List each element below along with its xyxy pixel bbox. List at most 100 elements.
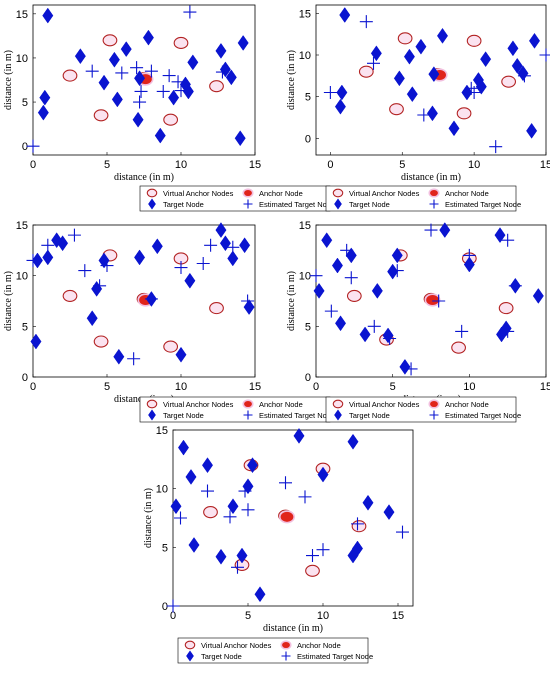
circle-open-point — [358, 65, 374, 78]
plus-point — [367, 319, 381, 333]
diamond-point — [142, 29, 154, 46]
diamond-point — [448, 120, 460, 137]
legend-label: Virtual Anchor Nodes — [201, 641, 272, 650]
plus-point — [130, 61, 144, 75]
series-circle-filled — [279, 510, 295, 524]
plus-point — [162, 69, 176, 83]
series-plus — [166, 476, 409, 613]
y-tick-label: 15 — [156, 425, 168, 437]
y-tick-label: 5 — [22, 97, 28, 109]
legend-label: Estimated Target Node — [445, 411, 521, 420]
diamond-point — [393, 70, 405, 87]
diamond-point — [347, 433, 359, 450]
diamond-point — [317, 466, 329, 483]
x-tick-label: 10 — [468, 159, 480, 171]
y-axis-label: distance (in m) — [286, 271, 297, 331]
circle-open-point — [102, 34, 118, 47]
legend-label: Anchor Node — [445, 400, 489, 409]
x-tick-label: 10 — [317, 610, 329, 622]
series-circle-open — [62, 249, 224, 353]
y-axis-label: distance (in m) — [3, 50, 14, 110]
plus-point — [144, 292, 158, 306]
plus-point — [215, 65, 229, 79]
legend-marker — [186, 650, 194, 662]
diamond-point — [113, 348, 125, 365]
legend-label: Anchor Node — [259, 400, 303, 409]
y-axis-label: distance (in m) — [143, 488, 154, 548]
plus-point — [204, 238, 218, 252]
plus-point — [508, 279, 522, 293]
plus-point — [351, 517, 364, 531]
diamond-point — [532, 288, 544, 304]
diamond-point — [215, 548, 227, 565]
legend-marker — [146, 188, 158, 198]
series-plus — [26, 228, 255, 366]
x-tick-label: 0 — [170, 610, 176, 622]
legend-label: Target Node — [349, 411, 390, 420]
y-axis-label: distance (in m) — [3, 271, 14, 331]
legend-marker — [429, 410, 439, 420]
diamond-point — [511, 57, 523, 74]
diamond-point — [517, 65, 529, 82]
plus-point — [174, 84, 188, 98]
diamond-point — [237, 35, 249, 51]
circle-open-point — [397, 32, 413, 45]
plus-point — [424, 223, 438, 237]
diamond-point — [371, 282, 383, 299]
diamond-point — [391, 247, 403, 264]
circle-open-point — [389, 103, 404, 116]
y-tick-label: 10 — [299, 271, 311, 283]
x-tick-label: 15 — [540, 159, 550, 171]
legend-marker — [146, 399, 158, 409]
y-tick-label: 15 — [299, 8, 311, 20]
legend-label: Anchor Node — [259, 189, 303, 198]
legend-marker — [428, 399, 440, 409]
circle-open-point — [498, 302, 514, 315]
diamond-point — [134, 249, 146, 266]
diamond-point — [134, 70, 146, 87]
plus-point — [396, 525, 409, 539]
x-tick-label: 0 — [30, 159, 36, 171]
legend-box — [177, 637, 369, 664]
diamond-point — [243, 299, 255, 315]
plus-point — [100, 259, 114, 273]
legend-marker — [428, 188, 440, 198]
legend-marker — [334, 198, 342, 210]
legend-marker — [334, 409, 342, 421]
diamond-point — [170, 498, 182, 515]
y-tick-label: 10 — [299, 50, 311, 62]
plus-point — [432, 294, 446, 308]
circle-open-point — [451, 341, 466, 354]
y-axis-label: distance (in m) — [286, 50, 297, 110]
diamond-point — [463, 256, 475, 273]
legend-label: Target Node — [349, 200, 390, 209]
plus-point — [501, 233, 515, 247]
legend-marker — [148, 198, 156, 210]
plus-point — [344, 271, 358, 285]
legend-marker — [242, 399, 254, 409]
circle-open-point — [163, 340, 179, 353]
x-tick-label: 15 — [540, 381, 550, 393]
diamond-point — [42, 7, 54, 24]
plus-point — [67, 228, 81, 242]
legend-marker — [148, 409, 156, 421]
y-tick-label: 5 — [305, 321, 311, 333]
diamond-point — [168, 89, 180, 106]
plus-point — [316, 543, 330, 557]
diamond-point — [132, 111, 144, 128]
circle-open-point — [62, 69, 78, 82]
legend-marker — [332, 399, 344, 409]
diamond-point — [480, 51, 492, 68]
circle-open-point — [203, 506, 218, 519]
diamond-point — [108, 51, 120, 68]
y-tick-label: 5 — [162, 542, 168, 554]
diamond-point — [39, 89, 51, 106]
diamond-point — [239, 237, 251, 254]
legend-box — [325, 396, 517, 423]
legend-box — [139, 396, 331, 423]
series-diamond — [313, 222, 544, 375]
plus-point — [78, 264, 92, 278]
diamond-point — [120, 41, 132, 58]
diamond-point — [335, 315, 347, 332]
legend-marker — [280, 640, 292, 650]
